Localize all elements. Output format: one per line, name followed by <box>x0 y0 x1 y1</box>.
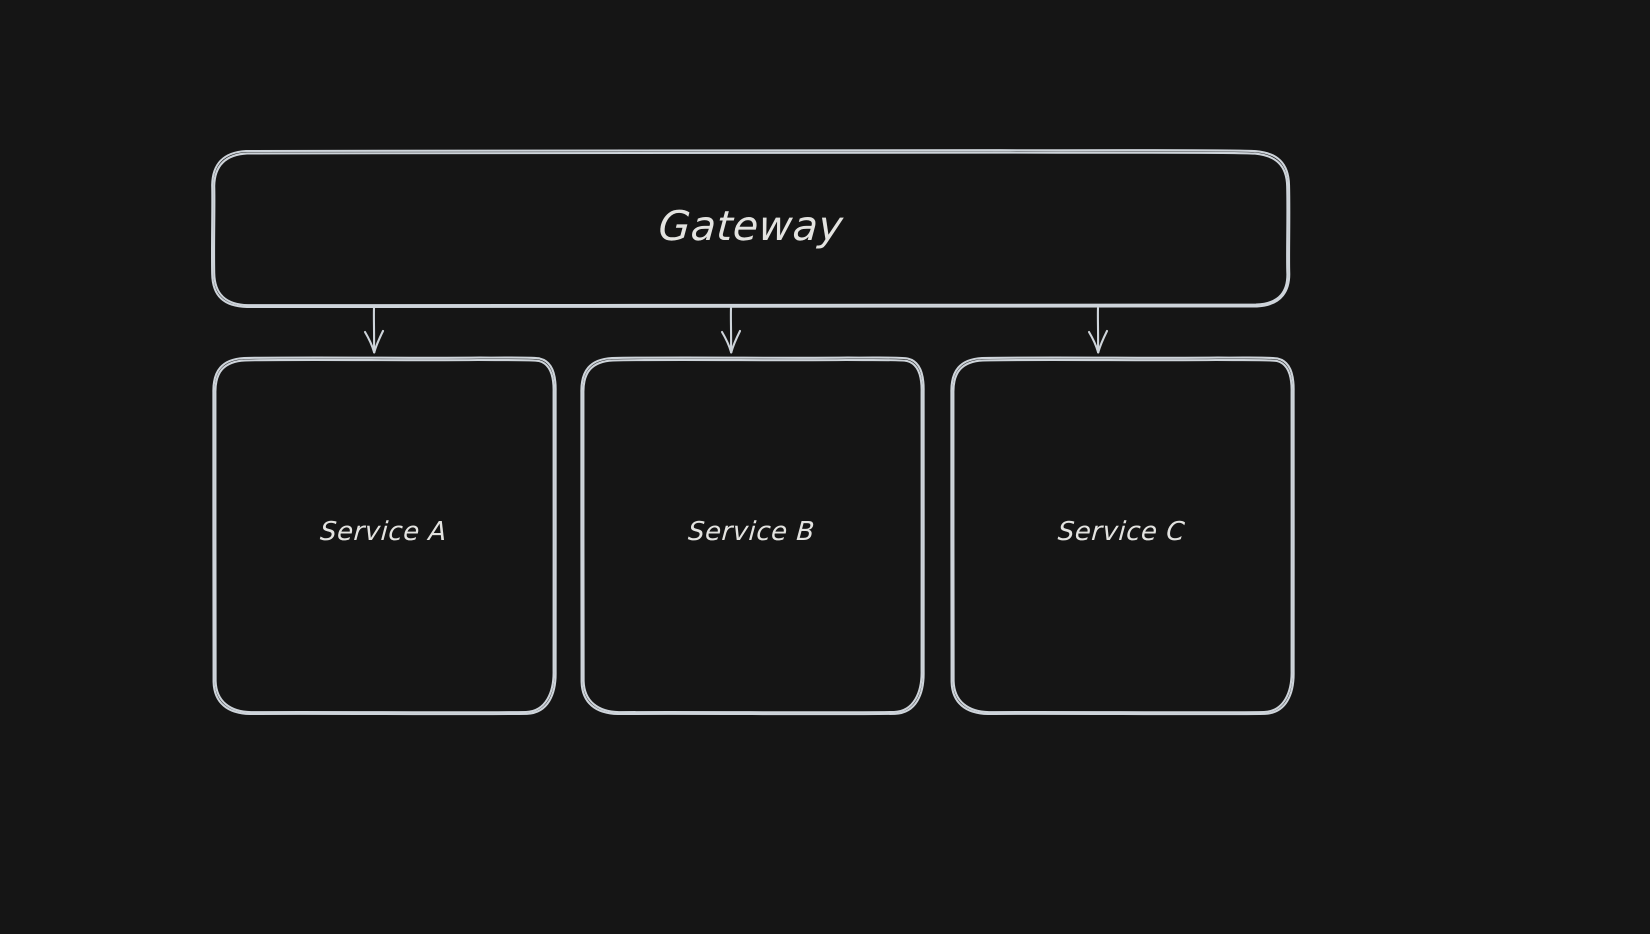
edge-gateway-service-c[interactable] <box>1087 306 1109 354</box>
node-gateway-shape[interactable] <box>210 149 1291 309</box>
edge-gateway-service-b[interactable] <box>720 306 742 354</box>
node-service-a-shape[interactable] <box>212 356 557 716</box>
node-service-b-shape[interactable] <box>580 356 925 716</box>
node-service-c-shape[interactable] <box>950 356 1295 716</box>
edge-gateway-service-a[interactable] <box>363 306 385 354</box>
